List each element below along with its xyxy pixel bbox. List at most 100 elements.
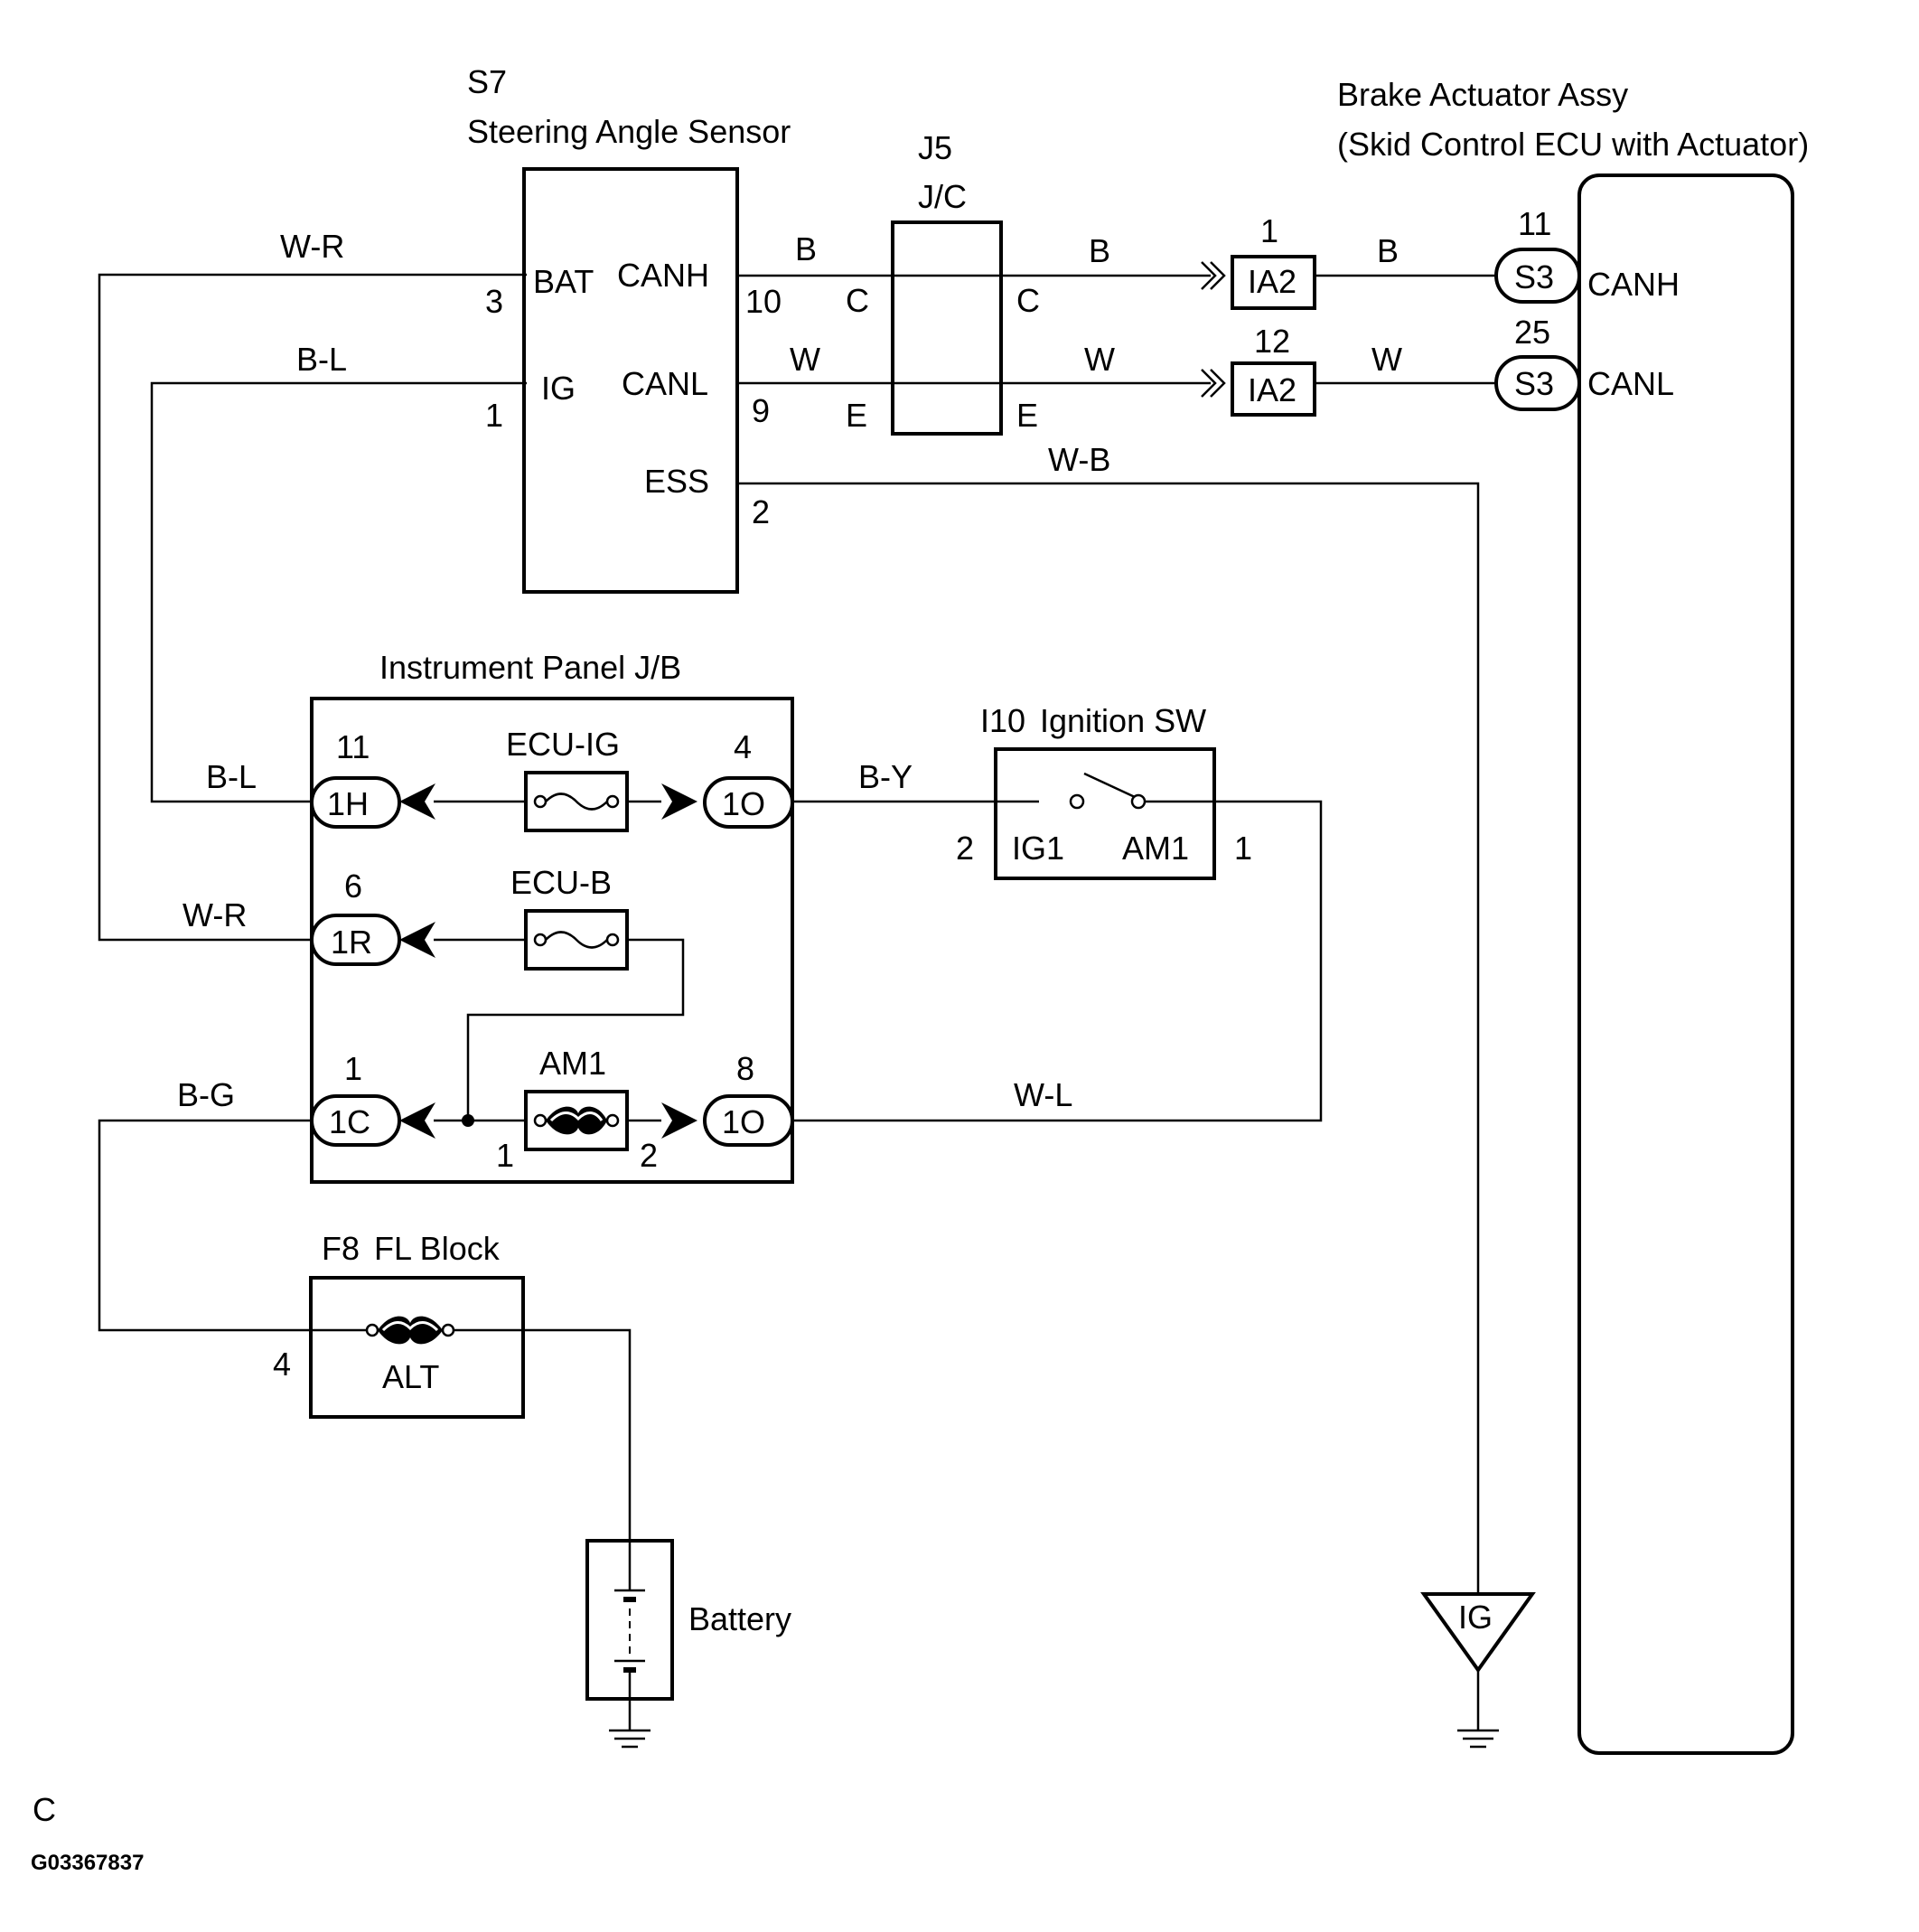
pin-canl: CANL — [622, 365, 708, 402]
ia2-canl-pin: 12 — [1254, 323, 1290, 360]
wire-w-b — [737, 482, 1480, 1594]
ignition-pin-num-am1: 1 — [1234, 830, 1252, 867]
wire-label-b-y: B-Y — [858, 758, 913, 795]
wire-label-canh-3: B — [1377, 232, 1399, 269]
wire-label-w-r-top: W-R — [280, 228, 344, 265]
ia2-canh-pin: 1 — [1260, 212, 1278, 249]
jb-name: Instrument Panel J/B — [379, 649, 681, 686]
footer-letter: C — [33, 1791, 56, 1828]
actuator-pin-canh: CANH — [1587, 266, 1680, 303]
arrow-1c — [399, 1102, 435, 1139]
wire-b-g — [98, 1119, 369, 1332]
actuator-name: Brake Actuator Assy — [1337, 76, 1628, 113]
connector-1o-bottom — [703, 1094, 794, 1147]
ignition-switch-name: Ignition SW — [1040, 702, 1206, 739]
sensor-name: Steering Angle Sensor — [467, 113, 791, 150]
pin-canh: CANH — [617, 257, 709, 294]
fuse-ecu-ig-label: ECU-IG — [506, 726, 620, 763]
ia2-arrow-canl-2 — [1201, 369, 1217, 398]
ignition-pin-ig1: IG1 — [1012, 830, 1064, 867]
wire-label-canh-1: B — [795, 230, 817, 267]
connector-1h-label: 1H — [327, 785, 369, 822]
arrow-1r — [399, 922, 435, 958]
connector-1o-top-label: 1O — [722, 785, 765, 822]
ia2-arrow-canh-2 — [1201, 261, 1217, 290]
sensor-box — [522, 167, 739, 594]
wire-labels: W-R B-L B B B W W W W-B B-L W-R B-G B-Y … — [177, 228, 1402, 1113]
s3-canh-pin: 11 — [1518, 205, 1551, 242]
s3-canl-connector — [1494, 355, 1581, 411]
fuse-ecu-b-element — [545, 931, 608, 949]
ia2-canh-box — [1231, 255, 1316, 310]
pin-num-ig: 1 — [485, 397, 503, 434]
ig-label: IG — [1458, 1599, 1493, 1636]
wire-w-l — [791, 800, 1323, 1122]
figure-id: G03367837 — [31, 1851, 144, 1875]
wires — [98, 273, 1498, 1730]
jc-pin-e-right: E — [1016, 397, 1038, 434]
fuse-ecu-ig-term-r — [605, 794, 620, 809]
wire-label-canh-2: B — [1089, 232, 1110, 269]
pin-num-ess: 2 — [752, 493, 770, 530]
fuse-ecu-b-term-l — [533, 933, 548, 947]
s3-canl-pin: 25 — [1514, 314, 1550, 351]
ig-triangle — [1420, 1592, 1536, 1674]
connector-1o-top — [703, 776, 794, 829]
connector-1c-label: 1C — [329, 1103, 370, 1140]
fl-block-fuse: ALT — [382, 1358, 439, 1395]
fl-block-code: F8 — [322, 1230, 360, 1267]
ia2-arrow-canl — [1210, 369, 1226, 398]
jc-code: J5 — [918, 129, 952, 166]
ia2-arrow-canh — [1210, 261, 1226, 290]
connector-1h-pin: 11 — [336, 728, 370, 765]
ignition-switch-gap — [1039, 795, 1138, 810]
ia2-canh-label: IA2 — [1248, 263, 1296, 300]
junction-dot — [462, 1114, 474, 1127]
ignition-pin-num-ig1: 2 — [956, 830, 974, 867]
pin-ig: IG — [541, 370, 576, 407]
fuse-am1-pin-out: 2 — [640, 1137, 658, 1174]
pin-ess: ESS — [644, 463, 709, 500]
steering-angle-sensor: S7 Steering Angle Sensor BAT IG CANH CAN… — [467, 63, 791, 594]
connector-1r-pin: 6 — [344, 868, 362, 905]
ignition-switch-blade — [1083, 772, 1136, 799]
ignition-contact-ig1 — [1069, 793, 1085, 810]
fl-block: F8 FL Block ALT 4 — [273, 1230, 525, 1419]
sensor-code: S7 — [467, 63, 507, 100]
connector-1o-bottom-pin: 8 — [736, 1050, 754, 1087]
actuator-subtitle: (Skid Control ECU with Actuator) — [1337, 126, 1809, 163]
brake-actuator-assy: Brake Actuator Assy (Skid Control ECU wi… — [1337, 76, 1809, 1755]
alt-term-l — [365, 1323, 379, 1337]
jc-name: J/C — [918, 178, 967, 215]
fuse-am1-term-r — [605, 1113, 620, 1128]
wire-label-w-b: W-B — [1048, 441, 1110, 478]
battery: Battery — [585, 1539, 791, 1749]
jc-box — [891, 220, 1003, 436]
fuse-am1-label: AM1 — [539, 1045, 606, 1082]
connector-1r-label: 1R — [331, 924, 372, 961]
wire-label-b-l-top: B-L — [296, 341, 347, 378]
pin-num-canl: 9 — [752, 392, 770, 429]
fl-block-name: FL Block — [374, 1230, 501, 1267]
fuse-ecu-b-label: ECU-B — [510, 864, 612, 901]
pin-bat: BAT — [533, 263, 594, 300]
connector-1o-bottom-label: 1O — [722, 1103, 765, 1140]
alt-term-r — [441, 1323, 455, 1337]
ia2-canl-label: IA2 — [1248, 371, 1296, 408]
fuse-am1-term-l — [533, 1113, 548, 1128]
fl-block-pin: 4 — [273, 1346, 291, 1383]
fuse-am1-element-highlight — [549, 1111, 604, 1122]
wire-label-canl-2: W — [1084, 341, 1115, 378]
wire-label-b-g: B-G — [177, 1076, 235, 1113]
fuse-ecu-ig-term-l — [533, 794, 548, 809]
s3-canh-connector — [1494, 248, 1581, 304]
actuator-pin-canl: CANL — [1587, 365, 1674, 402]
fl-block-box — [309, 1276, 525, 1419]
ignition-contact-am1 — [1130, 793, 1147, 810]
wire-label-canl-1: W — [790, 341, 820, 378]
connector-1c-pin: 1 — [344, 1050, 362, 1087]
ia2-canl-box — [1231, 361, 1316, 417]
actuator-box — [1577, 174, 1794, 1755]
instrument-panel-jb: Instrument Panel J/B 1H 11 ECU-IG 1O 4 1… — [310, 649, 794, 1184]
